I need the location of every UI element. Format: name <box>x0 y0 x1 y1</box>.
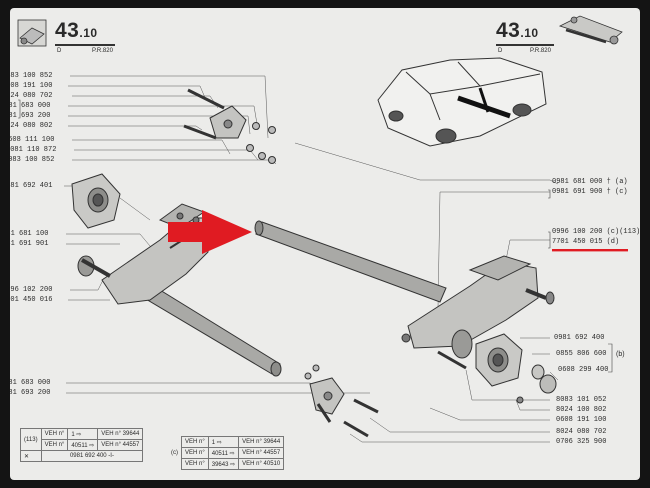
torsion-bar-short <box>123 273 282 377</box>
table-c-r1-c: VEH n° 39644 <box>238 436 285 448</box>
table-c-r1-a: VEH n° <box>181 436 209 448</box>
thumbnail-left <box>17 19 47 47</box>
left-part-15: 0081 683 000 <box>10 379 51 387</box>
table-113-r3-icon: ✕ <box>20 450 42 462</box>
header-sub-left-d: D <box>57 48 62 54</box>
left-part-14: 7701 450 016 <box>10 296 53 304</box>
right-part-list-2: 0855 806 600 <box>556 350 607 358</box>
bolt-set-top <box>183 88 276 164</box>
left-part-10: 0981 692 401 <box>10 182 53 190</box>
header-sub-right-d: D <box>498 48 503 54</box>
thumbnail-right <box>558 15 623 45</box>
left-part-7: 0608 111 100 <box>10 136 55 144</box>
left-part-1: 0083 100 852 <box>10 72 53 80</box>
header-rule-left <box>55 44 115 46</box>
table-113-r1-a: VEH n° <box>40 428 69 440</box>
right-part-list-7: 8024 080 702 <box>556 428 607 436</box>
right-part-group2-line1: 0996 100 200 (c)(113) <box>552 228 640 236</box>
bushing-top-left <box>71 173 121 229</box>
left-part-8: 0081 110 872 <box>10 146 57 154</box>
table-113-r1-b: 1 ⇨ <box>67 428 99 440</box>
left-part-9: 0083 100 852 <box>10 156 55 164</box>
table-113-label: (113) <box>20 428 42 451</box>
table-113-r3-part: 0981 692 400 -I- <box>40 450 144 462</box>
table-c-r2-a: VEH n° <box>181 447 209 459</box>
table-113-r1-c: VEH n° 39644 <box>97 428 144 440</box>
torsion-bar-long <box>254 220 447 303</box>
left-part-4: 0081 683 000 <box>10 102 51 110</box>
vehicle-range-table-c: (c) VEH n° 1 ⇨ VEH n° 39644 VEH n° 40511… <box>168 436 285 470</box>
table-113-r2-a: VEH n° <box>40 439 69 451</box>
table-113-r2-c: VEH n° 44557 <box>97 439 144 451</box>
catalog-page: 43.10 D P.R.820 43.10 D P.R.820 0083 100… <box>10 8 640 480</box>
right-part-list-1: 0981 692 400 <box>554 334 605 342</box>
bearing-right <box>437 333 557 404</box>
right-part-bracket-label: (b) <box>616 351 625 358</box>
left-part-11: 0081 681 100 <box>10 230 49 238</box>
table-c-label: (c) <box>171 450 178 456</box>
right-part-list-6: 0608 191 100 <box>556 416 607 424</box>
table-113-r2-b: 40511 ⇨ <box>67 439 99 451</box>
right-bracket-assembly <box>401 255 555 359</box>
red-arrow <box>168 210 252 254</box>
right-part-list-3: 0608 299 400 <box>558 366 609 374</box>
axle-exploded-diagram <box>17 15 628 443</box>
left-part-5: 0081 693 200 <box>10 112 51 120</box>
car-illustration <box>377 57 547 147</box>
leader-lines-right <box>349 191 559 443</box>
bolt-set-bottom <box>304 364 379 438</box>
right-part-list-4: 8083 101 052 <box>556 396 607 404</box>
right-part-group1-line1: 0981 681 000 † (a) <box>552 178 628 186</box>
table-c-r2-c: VEH n° 44557 <box>238 447 285 459</box>
header-sub-right-pr: P.R.820 <box>530 48 551 54</box>
left-part-13: 0096 102 200 <box>10 286 53 294</box>
left-part-12: 0081 691 901 <box>10 240 49 248</box>
right-part-list-8: 0706 325 900 <box>556 438 607 446</box>
table-c-r1-b: 1 ⇨ <box>207 436 240 448</box>
table-c-r2-b: 40511 ⇨ <box>207 447 240 459</box>
section-number-left: 43.10 <box>55 19 98 42</box>
red-underline <box>552 249 628 252</box>
header-sub-left-pr: P.R.820 <box>92 48 113 54</box>
right-part-group1-line2: 0981 691 900 † (c) <box>552 188 628 196</box>
vehicle-range-table-113: (113) VEH n° 1 ⇨ VEH n° 39644 VEH n° 405… <box>20 428 144 462</box>
header-rule-right <box>496 44 554 46</box>
table-c-r3-a: VEH n° <box>181 458 209 470</box>
table-c-r3-c: VEH n° 40510 <box>238 458 285 470</box>
left-part-16: 0081 693 200 <box>10 389 51 397</box>
table-c-r3-b: 39643 ⇨ <box>207 458 240 470</box>
right-part-list-5: 8024 100 802 <box>556 406 607 414</box>
section-number-right: 43.10 <box>496 19 539 42</box>
right-part-group2-line2: 7701 450 015 (d) <box>552 238 620 246</box>
